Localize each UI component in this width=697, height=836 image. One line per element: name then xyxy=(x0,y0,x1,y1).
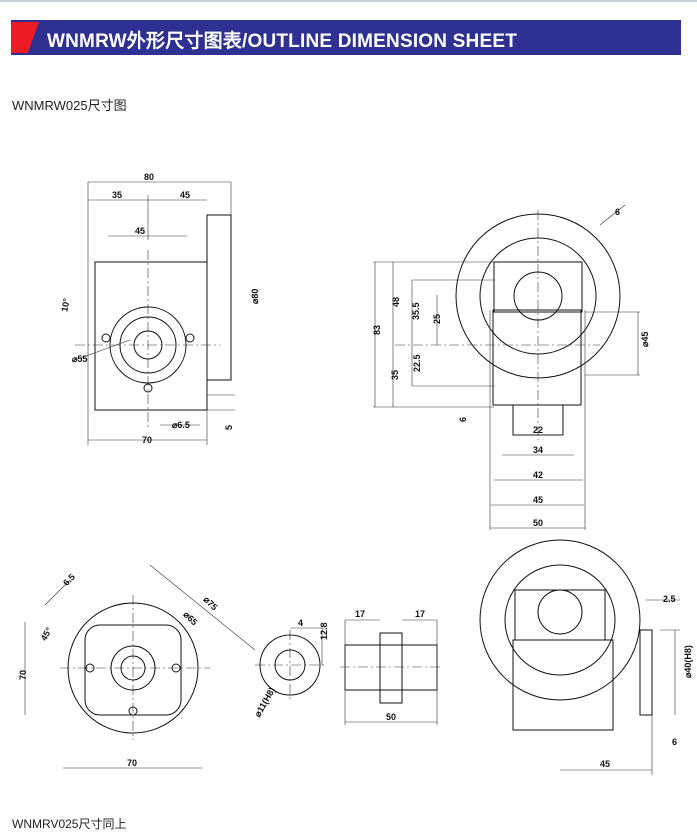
dim-70: 70 xyxy=(142,435,152,445)
dim-45: 45 xyxy=(600,759,610,769)
dim-angle: 10° xyxy=(59,297,71,313)
dim-45-inner: 45 xyxy=(135,226,145,236)
dim-35-5: 35.5 xyxy=(411,302,421,320)
dim-22: 22 xyxy=(533,425,543,435)
dim-70-horizontal: 70 xyxy=(127,758,137,768)
dim-6: 6 xyxy=(458,417,468,422)
dim-dia75: ⌀75 xyxy=(202,594,220,612)
dim-45: 45 xyxy=(533,495,543,505)
dim-2-5: 2.5 xyxy=(663,594,676,604)
dim-17-left: 17 xyxy=(355,609,365,619)
front-view: 80 35 45 45 10° ⌀55 ⌀80 ⌀6.5 70 5 xyxy=(59,172,260,445)
flange-view: 6.5 45° ⌀75 ⌀65 70 70 xyxy=(18,564,256,769)
dim-50: 50 xyxy=(386,712,396,722)
dim-4: 4 xyxy=(298,618,303,628)
bore-view: 4 12.8 ⌀11(H8) xyxy=(252,618,329,719)
dim-dia11: ⌀11(H8) xyxy=(252,686,277,719)
dim-35: 35 xyxy=(112,190,122,200)
dim-17-right: 17 xyxy=(415,609,425,619)
dim-5: 5 xyxy=(224,425,234,430)
dim-48: 48 xyxy=(391,297,401,307)
dim-35: 35 xyxy=(390,370,400,380)
shaft-view: 17 17 50 xyxy=(340,609,442,725)
dim-83: 83 xyxy=(372,325,382,335)
dim-42: 42 xyxy=(533,470,543,480)
dim-dia6-5: ⌀6.5 xyxy=(172,420,190,430)
dim-6: 6 xyxy=(672,737,677,747)
dim-angle-45: 45° xyxy=(39,625,55,642)
dim-dia65: ⌀65 xyxy=(182,609,200,627)
footer-note: WNMRV025尺寸同上 xyxy=(12,817,127,831)
dim-dia40: ⌀40(H8) xyxy=(683,645,693,678)
dim-6-top: 6 xyxy=(615,207,620,217)
dim-25: 25 xyxy=(432,314,442,324)
dim-50: 50 xyxy=(533,518,543,528)
dim-34: 34 xyxy=(533,445,543,455)
dim-dia45: ⌀45 xyxy=(640,332,650,347)
iso-view: 2.5 ⌀40(H8) 6 45 xyxy=(479,539,693,775)
dim-45: 45 xyxy=(180,190,190,200)
dim-6-5: 6.5 xyxy=(61,572,77,588)
dim-12-8: 12.8 xyxy=(319,622,329,640)
page-title: WNMRW外形尺寸图表/OUTLINE DIMENSION SHEET xyxy=(47,31,518,52)
top-divider xyxy=(0,0,697,2)
dim-80: 80 xyxy=(144,172,154,182)
dim-dia55: ⌀55 xyxy=(72,354,87,364)
section-subtitle: WNMRW025尺寸图 xyxy=(12,98,127,113)
dim-70-vertical: 70 xyxy=(18,670,28,680)
dim-22-5: 22.5 xyxy=(412,354,422,372)
dim-dia80: ⌀80 xyxy=(250,289,260,304)
side-view: 6 48 83 35.5 25 22.5 35 6 ⌀45 22 34 42 4… xyxy=(372,204,650,530)
header-banner: WNMRW外形尺寸图表/OUTLINE DIMENSION SHEET xyxy=(11,20,681,55)
